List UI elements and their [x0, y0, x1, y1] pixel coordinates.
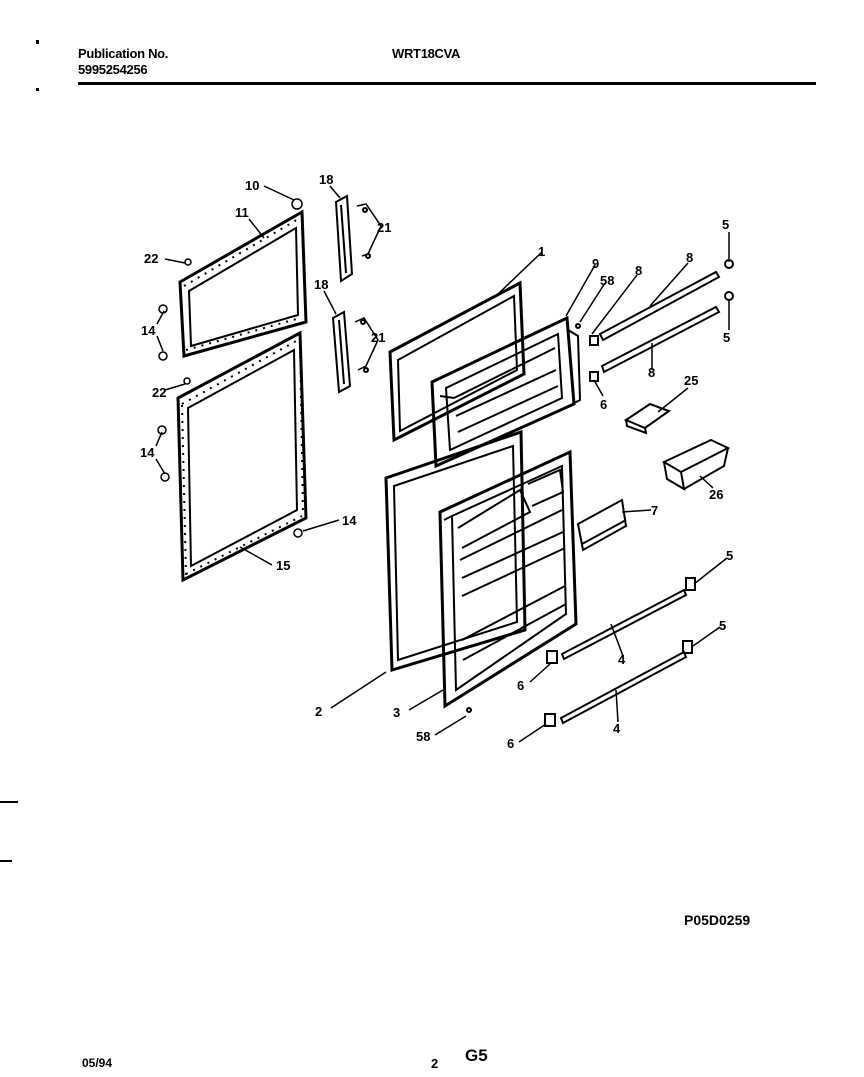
door-handle-lower	[331, 310, 369, 394]
callout-22-lower: 22	[152, 385, 166, 400]
callout-5-fourth: 5	[719, 618, 726, 633]
publication-number: 5995254256	[78, 62, 148, 77]
callout-numbers: 10 11 22 14 22 14 14 15 18 18 21 21 1 9 …	[140, 172, 733, 751]
callout-5-third: 5	[726, 548, 733, 563]
callout-26: 26	[709, 487, 723, 502]
callout-1: 1	[538, 244, 545, 259]
scan-mark	[36, 40, 39, 44]
callout-10: 10	[245, 178, 259, 193]
callout-8-left: 8	[635, 263, 642, 278]
callout-7: 7	[651, 503, 658, 518]
butter-compartment-door	[576, 498, 628, 552]
freezer-door-gasket	[178, 209, 308, 358]
callout-14-upper: 14	[141, 323, 156, 338]
publication-date: 05/94	[82, 1056, 113, 1070]
callout-58-lower: 58	[416, 729, 430, 744]
egg-tray	[623, 402, 672, 435]
callout-2: 2	[315, 704, 322, 719]
callout-8-right: 8	[686, 250, 693, 265]
drawing-code: P05D0259	[684, 912, 751, 928]
callout-21-upper: 21	[377, 220, 391, 235]
fresh-food-liner-gasket	[384, 429, 527, 672]
scan-mark	[0, 860, 12, 862]
callout-4-upper: 4	[618, 652, 626, 667]
door-screws	[157, 198, 303, 538]
callout-58-upper: 58	[600, 273, 614, 288]
freezer-door-liner	[430, 315, 582, 469]
header-rule	[78, 82, 816, 85]
publication-label: Publication No.	[78, 46, 169, 61]
callout-11: 11	[235, 205, 249, 220]
callout-6-middle: 6	[517, 678, 524, 693]
page-number: 2	[431, 1056, 439, 1071]
callout-18-lower: 18	[314, 277, 328, 292]
callout-6-lower: 6	[507, 736, 514, 751]
callout-25: 25	[684, 373, 698, 388]
fresh-food-door-gasket	[176, 330, 308, 583]
fresh-food-door-liner	[438, 449, 578, 709]
scan-mark	[0, 801, 18, 803]
freezer-liner-gasket	[388, 280, 526, 443]
model-number: WRT18CVA	[392, 46, 461, 61]
callout-3: 3	[393, 705, 400, 720]
callout-5-second: 5	[723, 330, 730, 345]
callout-9: 9	[592, 256, 599, 271]
door-handle-upper	[334, 194, 371, 283]
callout-8-lower: 8	[648, 365, 655, 380]
callout-14-right: 14	[342, 513, 357, 528]
scan-mark	[36, 88, 39, 91]
leader-lines	[155, 185, 730, 743]
callout-21-lower: 21	[371, 330, 385, 345]
callout-4-lower: 4	[613, 721, 621, 736]
callout-18-upper: 18	[319, 172, 333, 187]
dairy-bin	[661, 438, 731, 491]
callout-5-top: 5	[722, 217, 729, 232]
callout-22-upper: 22	[144, 251, 158, 266]
callout-6-upper: 6	[600, 397, 607, 412]
callout-14-lower: 14	[140, 445, 155, 460]
door-shelf-bars	[466, 323, 696, 727]
section-code: G5	[465, 1046, 488, 1065]
callout-15: 15	[276, 558, 290, 573]
